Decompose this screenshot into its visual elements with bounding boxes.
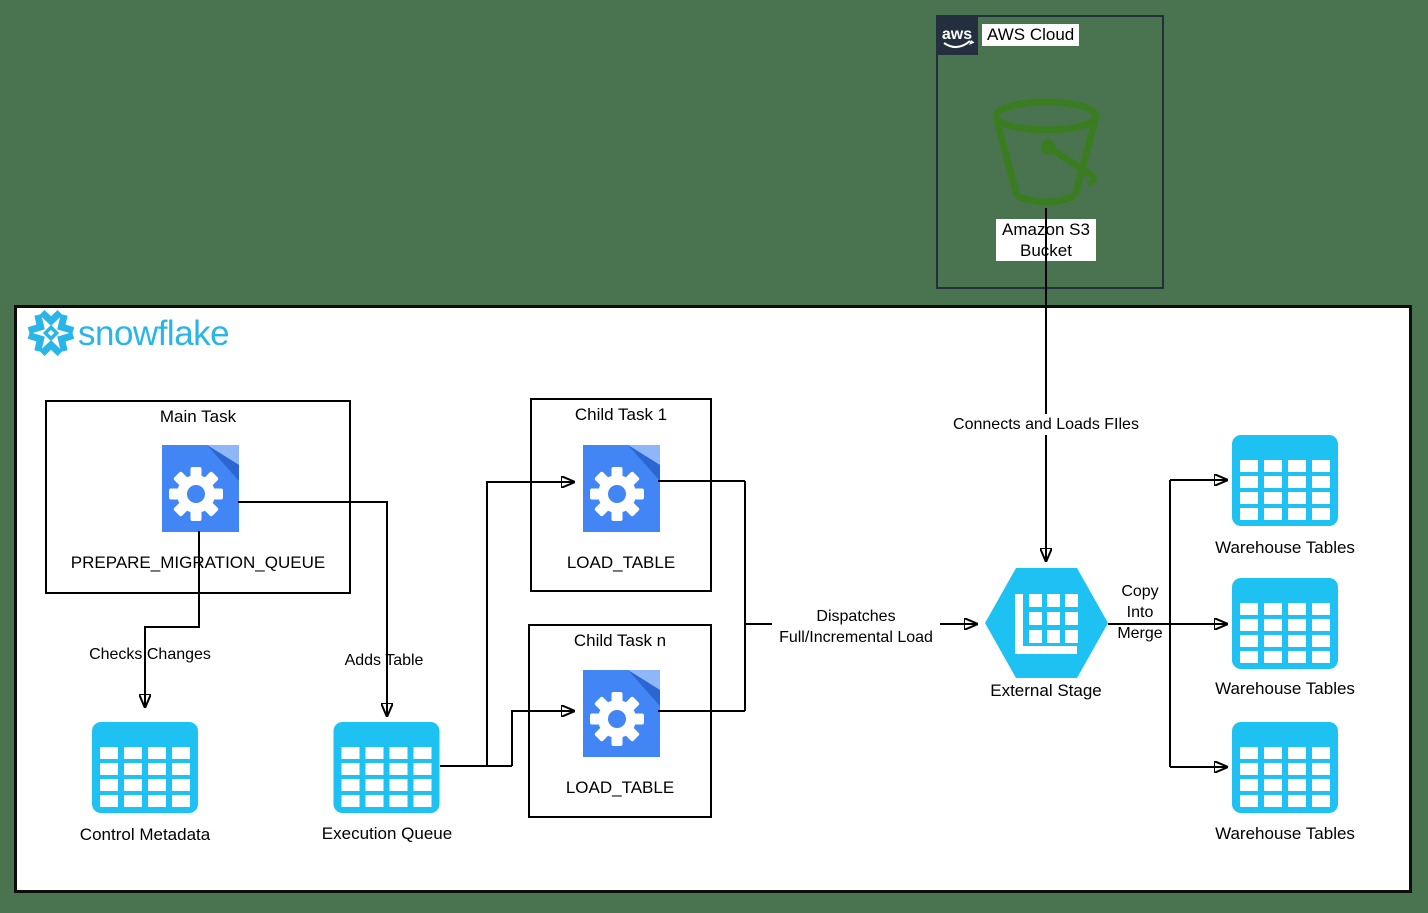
- edge-label-copy-into-merge: Copy Into Merge: [1117, 583, 1163, 642]
- aws-logo-text: aws: [942, 26, 972, 43]
- snowflake-logo-icon: [26, 308, 76, 358]
- main-task-label: PREPARE_MIGRATION_QUEUE: [70, 553, 326, 572]
- aws-header-square: aws: [936, 15, 978, 55]
- warehouse-table-icon: [1232, 435, 1338, 526]
- task-gear-icon: [583, 670, 660, 757]
- edge-label-checks-changes: Checks Changes: [89, 646, 211, 663]
- control-metadata-label: Control Metadata: [79, 825, 211, 844]
- snowflake-wordmark: snowflake: [78, 314, 230, 353]
- snowflake-box: [14, 305, 1412, 893]
- aws-cloud-box: [936, 15, 1164, 289]
- child-task-1-box: Child Task 1 LOAD_TABLE: [530, 398, 712, 592]
- edge-label-adds-table: Adds Table: [344, 652, 424, 669]
- execution-queue-table-icon: [333, 722, 440, 813]
- warehouse-table-icon: [1232, 578, 1338, 669]
- execution-queue-label: Execution Queue: [321, 824, 453, 843]
- warehouse-tables-label: Warehouse Tables: [1215, 824, 1355, 843]
- main-task-box: Main Task PREPARE_MIGRATION_QUEUE: [45, 400, 351, 594]
- warehouse-table-icon: [1232, 722, 1338, 813]
- child-task-1-title: Child Task 1: [574, 405, 668, 424]
- external-stage-label: External Stage: [990, 681, 1102, 700]
- child-task-n-box: Child Task n LOAD_TABLE: [528, 624, 712, 818]
- aws-cloud-title: AWS Cloud: [982, 24, 1080, 46]
- warehouse-tables-label: Warehouse Tables: [1215, 538, 1355, 557]
- warehouse-tables-label: Warehouse Tables: [1215, 679, 1355, 698]
- s3-bucket-icon: [991, 97, 1101, 209]
- control-metadata-table-icon: [92, 722, 198, 813]
- s3-bucket-label: Amazon S3 Bucket: [996, 219, 1096, 261]
- main-task-title: Main Task: [159, 407, 237, 426]
- child-task-n-label: LOAD_TABLE: [565, 778, 675, 797]
- external-stage-icon: [985, 568, 1108, 678]
- task-gear-icon: [583, 445, 660, 532]
- edge-label-dispatches: Dispatches Full/Incremental Load: [772, 606, 940, 648]
- child-task-1-label: LOAD_TABLE: [566, 553, 676, 572]
- aws-logo-icon: aws: [942, 26, 978, 55]
- task-gear-icon: [162, 445, 239, 532]
- child-task-n-title: Child Task n: [573, 631, 667, 650]
- edge-label-connects-loads: Connects and Loads FIles: [944, 414, 1148, 435]
